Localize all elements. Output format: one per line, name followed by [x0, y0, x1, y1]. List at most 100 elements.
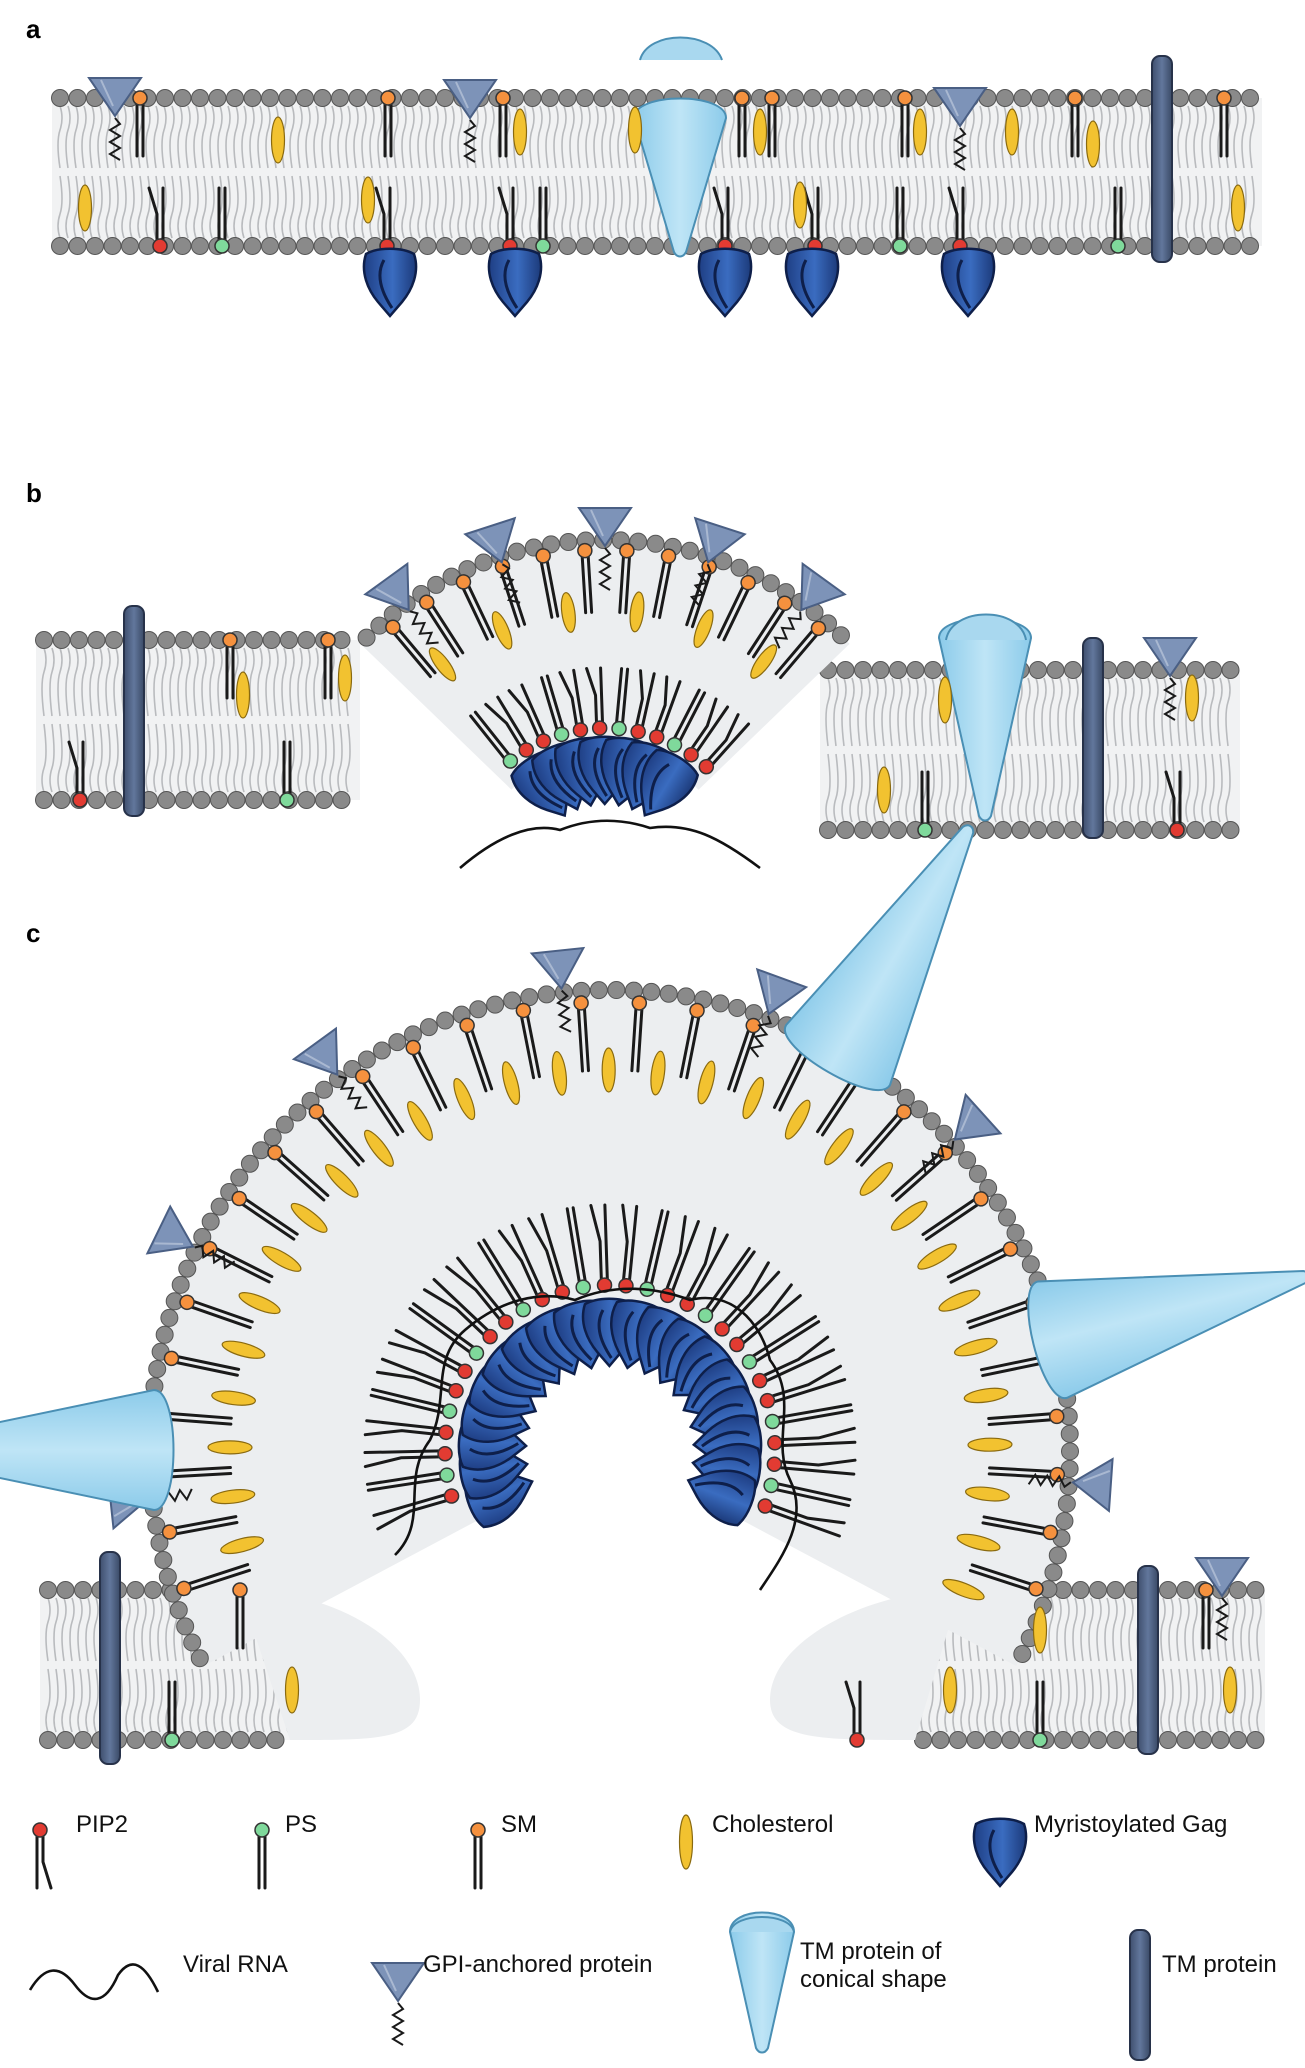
- cholesterol-molecule: [601, 1047, 616, 1093]
- pip2-lipid: [698, 713, 751, 775]
- sm-lipid: [921, 1191, 989, 1241]
- tm-protein-rod: [123, 605, 145, 817]
- tm-protein-rod: [99, 1551, 121, 1765]
- viral-rna-strand: [394, 1287, 798, 1591]
- cholesterol-molecule: [678, 1814, 694, 1870]
- tm-conical-protein: [728, 1911, 796, 2054]
- panel-a-flat-membrane: [51, 36, 1262, 318]
- myristoylated-gag-protein: [972, 1817, 1028, 1888]
- sm-lipid: [176, 1563, 252, 1597]
- cholesterol-molecule: [937, 676, 953, 724]
- sm-lipid: [354, 1068, 405, 1137]
- sm-lipid: [968, 1563, 1044, 1597]
- sm-lipid: [679, 1002, 705, 1080]
- myristoylated-gag-protein: [487, 247, 543, 318]
- cholesterol-molecule: [235, 671, 251, 719]
- tm-protein-rod: [1129, 1929, 1151, 2061]
- cholesterol-molecule: [859, 1162, 894, 1196]
- cholesterol-molecule: [938, 1289, 981, 1312]
- ps-lipid: [565, 1206, 591, 1295]
- sm-lipid: [946, 1241, 1019, 1284]
- cholesterol-molecule: [238, 1292, 281, 1315]
- cholesterol-molecule: [77, 184, 93, 232]
- ps-lipid: [611, 667, 630, 737]
- tm-conical-protein: [1027, 1269, 1305, 1399]
- sm-lipid: [320, 632, 336, 700]
- gpi-anchored-protein: [1142, 637, 1198, 721]
- sm-lipid: [981, 1515, 1059, 1541]
- legend-label-ps: PS: [285, 1811, 318, 1838]
- pip2-lipid: [767, 1426, 857, 1451]
- sm-lipid: [652, 548, 677, 620]
- pip2-lipid: [387, 1328, 473, 1380]
- sm-lipid: [987, 1408, 1065, 1426]
- pip2-lipid: [648, 675, 682, 745]
- pip2-lipid: [585, 666, 608, 736]
- sm-lipid: [163, 1350, 241, 1377]
- cholesterol-molecule: [697, 1060, 716, 1105]
- cholesterol-molecule: [917, 1243, 957, 1270]
- gpi-anchored-protein: [577, 507, 633, 591]
- gpi-anchored-protein: [529, 946, 586, 1033]
- sm-lipid: [459, 1017, 494, 1093]
- sm-lipid: [161, 1515, 239, 1540]
- tm-conical-protein: [0, 1388, 175, 1512]
- ps-lipid: [764, 1403, 854, 1430]
- gpi-anchored-protein: [1027, 1457, 1114, 1513]
- ps-lipid: [408, 1302, 485, 1361]
- cholesterol-molecule: [942, 1666, 958, 1714]
- myristoylated-gag-protein: [940, 247, 996, 318]
- myristoylated-gag-protein: [362, 247, 418, 318]
- lipid-bilayer-segment: [819, 661, 1240, 839]
- neck-right: [770, 1590, 960, 1740]
- sm-lipid: [685, 559, 717, 629]
- sm-lipid: [1216, 90, 1232, 158]
- sm-lipid: [405, 1039, 448, 1112]
- cholesterol-molecule: [453, 1077, 476, 1121]
- cholesterol-molecule: [784, 1099, 811, 1140]
- cholesterol-molecule: [650, 1050, 666, 1096]
- myristoylated-gag-protein: [686, 1469, 757, 1527]
- myristoylated-gag-protein: [697, 247, 753, 318]
- cholesterol-molecule: [210, 1489, 256, 1505]
- gpi-anchored-protein: [921, 1092, 1003, 1173]
- sm-lipid: [573, 995, 590, 1073]
- tm-protein-rod: [1151, 55, 1173, 263]
- cholesterol-molecule: [1222, 1666, 1238, 1714]
- cholesterol-molecule: [560, 592, 576, 633]
- gpi-anchored-protein: [442, 79, 498, 163]
- sm-lipid: [535, 548, 560, 619]
- legend-symbols: [28, 1814, 1151, 2061]
- cholesterol-molecule: [1184, 674, 1200, 722]
- pip2-lipid: [630, 669, 656, 740]
- cholesterol-molecule: [363, 1129, 394, 1167]
- ps-lipid: [469, 710, 519, 769]
- cholesterol-molecule: [1085, 120, 1101, 168]
- sm-lipid: [455, 574, 495, 641]
- cholesterol-molecule: [1032, 1606, 1048, 1654]
- myristoylated-gag-protein: [784, 247, 840, 318]
- ps-lipid: [540, 674, 570, 743]
- cholesterol-molecule: [284, 1666, 300, 1714]
- tm-conical-protein: [632, 97, 728, 258]
- sm-lipid: [222, 632, 238, 700]
- gpi-anchored-protein: [291, 1026, 368, 1110]
- ps-lipid: [666, 688, 707, 753]
- cholesterol-molecule: [207, 1440, 253, 1455]
- panel-c-budded-virion: [0, 824, 1305, 1765]
- cholesterol-molecule: [360, 176, 376, 224]
- sm-lipid: [764, 90, 780, 158]
- sm-lipid: [774, 620, 827, 680]
- cholesterol-molecule: [1004, 108, 1020, 156]
- cholesterol-molecule: [491, 611, 513, 650]
- gpi-anchored-protein: [145, 1204, 236, 1270]
- gpi-anchored-protein: [1194, 1557, 1250, 1641]
- sm-lipid: [855, 1104, 912, 1167]
- cholesterol-molecule: [220, 1536, 265, 1555]
- ps-lipid: [1032, 1680, 1048, 1748]
- sm-lipid: [630, 995, 648, 1073]
- pip2-lipid: [147, 186, 168, 254]
- cholesterol-molecule: [963, 1387, 1009, 1404]
- gpi-anchored-protein: [773, 561, 847, 649]
